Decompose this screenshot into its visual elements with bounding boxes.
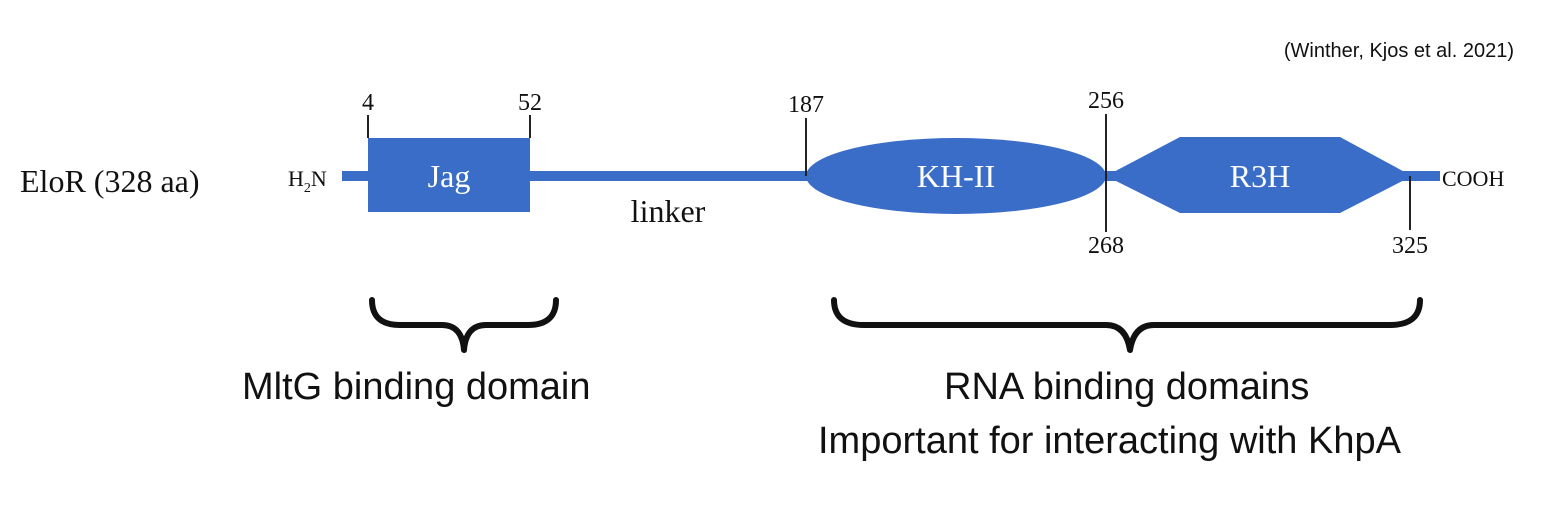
n-terminus-label: H2N <box>288 166 327 196</box>
rna-brace <box>831 297 1423 353</box>
r3h-label: R3H <box>1230 158 1290 194</box>
kh-ii-domain <box>806 138 1106 214</box>
tick-label-325: 325 <box>1392 233 1428 259</box>
mltg-brace <box>369 297 559 353</box>
citation: (Winther, Kjos et al. 2021) <box>1283 40 1514 62</box>
kh-ii-label: KH-II <box>917 158 995 194</box>
r3h-domain <box>1106 137 1412 213</box>
jag-domain <box>368 138 530 212</box>
tick-label-52: 52 <box>518 90 542 116</box>
rna-annotation-line1: RNA binding domains <box>944 366 1310 408</box>
linker-label: linker <box>631 193 706 229</box>
tick-label-187: 187 <box>788 92 824 118</box>
protein-name: EloR (328 aa) <box>20 163 200 199</box>
tick-label-256: 256 <box>1088 88 1124 114</box>
c-terminus-label: COOH <box>1442 166 1504 191</box>
jag-label: Jag <box>428 158 471 194</box>
tick-label-268: 268 <box>1088 233 1124 259</box>
rna-annotation-line2: Important for interacting with KhpA <box>818 420 1401 462</box>
tick-label-4: 4 <box>362 90 374 116</box>
mltg-annotation: MltG binding domain <box>242 366 591 408</box>
